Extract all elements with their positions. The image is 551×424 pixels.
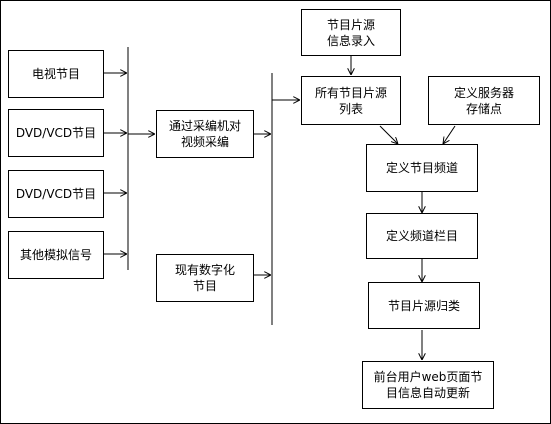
node-other-analog-signals: 其他模拟信号 [8, 231, 104, 279]
node-encoder-capture: 通过采编机对 视频采编 [156, 110, 254, 158]
node-tv-programs: 电视节目 [8, 50, 104, 98]
node-define-program-channel: 定义节目频道 [366, 144, 478, 192]
node-dvd-vcd-programs-1: DVD/VCD节目 [8, 109, 104, 157]
arrow-list-to-channel [379, 125, 398, 144]
node-source-info-entry: 节目片源 信息录入 [301, 9, 401, 56]
node-existing-digital-programs: 现有数字化 节目 [156, 254, 254, 302]
node-define-server-storage: 定义服务器 存储点 [428, 76, 540, 125]
node-dvd-vcd-programs-2: DVD/VCD节目 [8, 170, 104, 218]
arrow-storage-to-channel [443, 125, 456, 144]
node-source-classification: 节目片源归类 [368, 282, 480, 329]
node-define-channel-column: 定义频道栏目 [366, 213, 478, 259]
node-web-auto-update: 前台用户web页面节 目信息自动更新 [362, 361, 494, 409]
node-all-sources-list: 所有节目片源 列表 [301, 76, 401, 125]
